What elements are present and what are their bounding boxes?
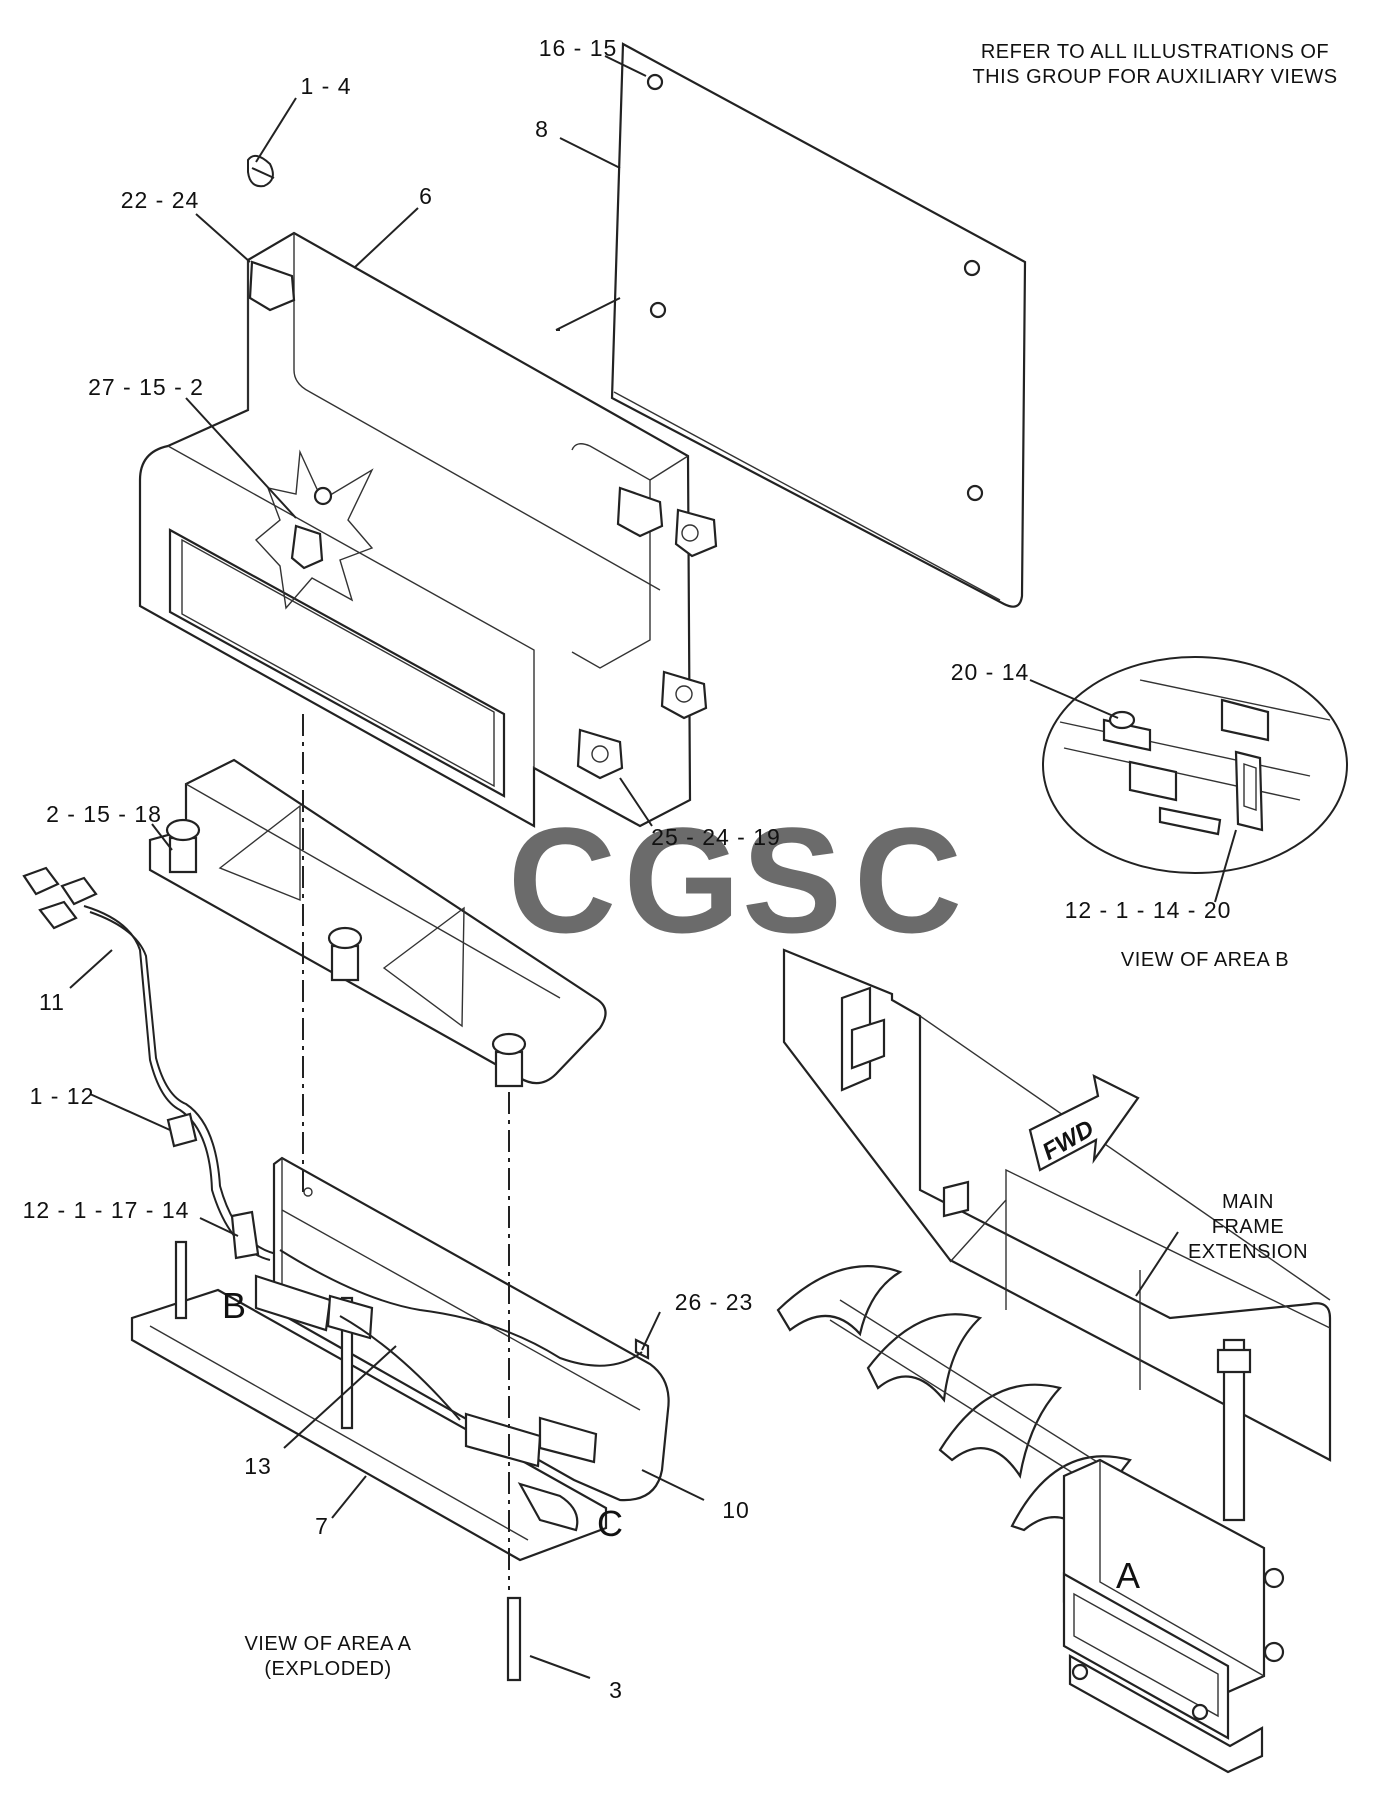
cover-plate — [610, 42, 1027, 608]
alignment-lines — [302, 297, 621, 1590]
area-letter-a: A — [1116, 1555, 1140, 1596]
detail-view-b — [1042, 656, 1348, 874]
refer-note: REFER TO ALL ILLUSTRATIONS OF THIS GROUP… — [972, 41, 1337, 88]
callout-12-1-17-14: 12 - 1 - 17 - 14 — [23, 1197, 190, 1223]
view-b-caption: VIEW OF AREA B — [1121, 949, 1289, 971]
mounting-plate — [148, 758, 607, 1088]
watermark-letter-3: S — [742, 796, 842, 964]
area-letter-c: C — [597, 1503, 623, 1544]
callout-6: 6 — [419, 183, 433, 209]
callout-16-15: 16 - 15 — [539, 35, 618, 61]
main-frame-line3: EXTENSION — [1188, 1241, 1308, 1263]
callout-1-4: 1 - 4 — [300, 73, 351, 99]
callout-26-23: 26 - 23 — [675, 1289, 754, 1315]
main-frame-label: MAIN FRAME EXTENSION — [1188, 1191, 1308, 1263]
side-bolts — [576, 486, 718, 780]
base-assembly — [130, 1156, 670, 1682]
view-a-line2: (EXPLODED) — [264, 1658, 391, 1680]
callout-25-24-19: 25 - 24 - 19 — [651, 824, 781, 850]
callout-labels: 16 - 15 1 - 4 8 22 - 24 6 27 - 15 - 2 20… — [23, 35, 1289, 1703]
callout-11: 11 — [39, 989, 65, 1015]
callout-22-24: 22 - 24 — [121, 187, 200, 213]
housing-bracket — [138, 231, 718, 828]
cgsc-watermark: C G S C — [508, 796, 962, 964]
callout-20-14: 20 - 14 — [951, 659, 1030, 685]
main-frame-line2: FRAME — [1212, 1216, 1285, 1238]
callout-27-15-2: 27 - 15 - 2 — [88, 374, 204, 400]
plate-bolts — [165, 818, 527, 1088]
wire-clip — [247, 154, 275, 188]
refer-note-line1: REFER TO ALL ILLUSTRATIONS OF — [981, 41, 1329, 63]
view-a-caption: VIEW OF AREA A (EXPLODED) — [244, 1633, 411, 1680]
watermark-letter-4: C — [854, 796, 962, 964]
watermark-letter-1: C — [508, 796, 616, 964]
callout-12-1-14-20: 12 - 1 - 14 - 20 — [1065, 897, 1232, 923]
main-frame-extension — [776, 948, 1332, 1774]
watermark-letter-2: G — [624, 796, 741, 964]
callout-7: 7 — [315, 1513, 329, 1539]
callout-3: 3 — [609, 1677, 623, 1703]
warning-decal — [254, 449, 374, 610]
view-a-line1: VIEW OF AREA A — [244, 1633, 411, 1655]
callout-2-15-18: 2 - 15 - 18 — [46, 801, 162, 827]
callout-13: 13 — [244, 1453, 272, 1479]
callout-8: 8 — [535, 116, 549, 142]
wiring-harness — [22, 866, 277, 1261]
callout-10: 10 — [722, 1497, 750, 1523]
main-frame-line1: MAIN — [1222, 1191, 1274, 1213]
leader-lines — [69, 55, 1237, 1679]
callout-1-12: 1 - 12 — [30, 1083, 95, 1109]
area-letter-b: B — [222, 1285, 246, 1326]
refer-note-line2: THIS GROUP FOR AUXILIARY VIEWS — [972, 66, 1337, 88]
